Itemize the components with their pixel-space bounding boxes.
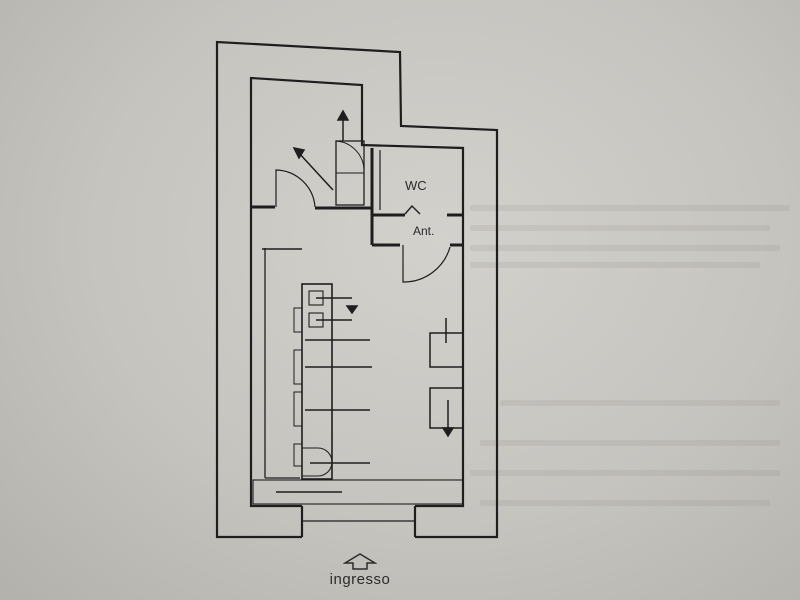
outer-wall (215, 40, 499, 539)
leader-line (297, 151, 334, 191)
wc-fixture-mark (404, 204, 421, 215)
background-text-line (470, 245, 780, 251)
counter-stool (293, 391, 303, 427)
arrow-head (441, 427, 455, 438)
counter-stool (293, 307, 303, 333)
background-text-line (500, 400, 780, 406)
door-swing (275, 169, 316, 208)
counter-sink (302, 447, 333, 477)
arrow-head (336, 109, 350, 121)
background-text-line (470, 225, 770, 231)
background-text-line (480, 440, 780, 446)
background-text-line (470, 470, 780, 476)
room-label-wc: WC (405, 178, 427, 193)
entrance-marker: ingresso (300, 552, 420, 598)
door-swing (402, 245, 451, 283)
arrow-up-icon (343, 553, 377, 570)
background-text-line (470, 205, 790, 211)
background-text-line (480, 500, 770, 506)
inner-wall (249, 76, 465, 508)
counter-stool (293, 349, 303, 385)
bottom-counter (252, 479, 464, 505)
fridge (429, 387, 464, 429)
counter-stool (293, 443, 303, 467)
arrow-head (345, 305, 359, 315)
arrow-head (292, 146, 306, 160)
entrance-label: ingresso (329, 571, 391, 588)
room-label-antibagno: Ant. (413, 224, 434, 238)
background-text-line (470, 262, 760, 268)
stair-shaft (335, 140, 365, 172)
